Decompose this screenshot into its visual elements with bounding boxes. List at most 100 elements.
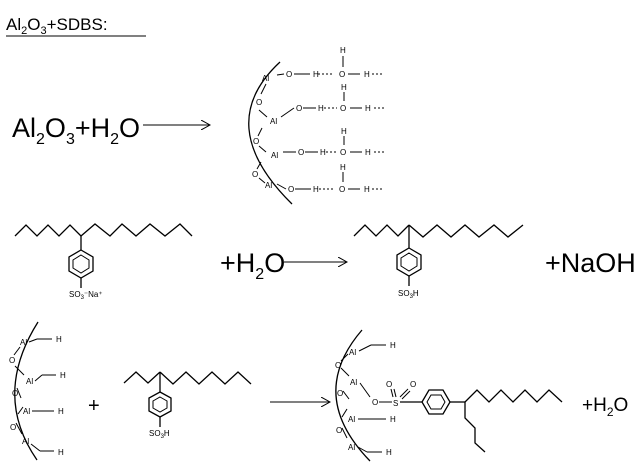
row1-water-o: O <box>119 113 140 143</box>
atom-o: O <box>340 148 346 157</box>
atom-h: H <box>364 185 370 194</box>
atom-al: Al <box>349 348 356 357</box>
row2-naoh: +NaOH <box>545 248 636 278</box>
benzene-ring <box>148 391 172 418</box>
row2-water: +H2O <box>220 248 285 283</box>
title-o-subscript: 3 <box>40 25 46 37</box>
row3-plus-h: +H <box>582 395 607 416</box>
title-plus-sdbs: +SDBS: <box>47 15 108 34</box>
row1-plus-h: +H <box>75 113 110 143</box>
alkyl-chain-right <box>159 371 252 385</box>
atom-al: Al <box>348 415 355 424</box>
row1-al-subscript: 2 <box>36 131 45 148</box>
row2-plus-h: +H <box>220 248 255 278</box>
row3-dbsa-molecule: SO3H <box>123 371 252 440</box>
atom-o: O <box>339 185 345 194</box>
atom-o: O <box>410 380 416 389</box>
atom-s: S <box>393 399 398 408</box>
row3-o: O <box>614 395 629 416</box>
atom-h: H <box>58 448 64 457</box>
atom-o: O <box>340 104 346 113</box>
title-al: Al <box>6 15 21 34</box>
atom-o: O <box>256 98 262 107</box>
atom-o: O <box>336 426 342 435</box>
atom-al: Al <box>271 151 278 160</box>
row3-alumina-surface-left: Al H O Al H O Al H O Al H <box>9 321 66 461</box>
row1-hydroxylated-alumina-surface: Al O Al O Al O Al O H O H H O H O H H O … <box>248 46 386 205</box>
row2-o: O <box>264 248 285 278</box>
atom-al: Al <box>262 74 269 83</box>
atom-o: O <box>298 148 304 157</box>
alkyl-chain-right <box>80 223 193 237</box>
atom-al: Al <box>265 181 272 190</box>
alkyl-chain-left <box>353 224 410 237</box>
atom-al: Al <box>20 338 27 347</box>
alkyl-chain-left <box>14 224 82 237</box>
alkyl-chain-right <box>408 224 524 238</box>
atom-o: O <box>253 137 259 146</box>
atom-h: H <box>341 83 347 92</box>
svg-text:+H2O: +H2O <box>220 248 285 283</box>
atom-h: H <box>56 335 62 344</box>
atom-h: H <box>364 70 370 79</box>
atom-h: H <box>390 341 396 350</box>
atom-o: O <box>386 380 392 389</box>
row1-o-subscript: 3 <box>66 131 75 148</box>
alumina-surface-curve <box>248 61 293 205</box>
atom-h: H <box>365 104 371 113</box>
atom-o: O <box>339 70 345 79</box>
alkyl-chain-right <box>464 389 563 403</box>
atom-al: Al <box>22 437 29 446</box>
atom-h: H <box>386 448 392 457</box>
title: Al2O3+SDBS: <box>6 15 146 37</box>
atom-h: H <box>365 148 371 157</box>
atom-o: O <box>286 70 292 79</box>
atom-h: H <box>341 127 347 136</box>
atom-o: O <box>288 185 294 194</box>
row3-water: +H2O <box>582 395 628 419</box>
atom-h: H <box>340 46 346 55</box>
row2-h-subscript: 2 <box>255 266 264 283</box>
atom-o: O <box>372 398 378 407</box>
row1-reactants: Al2O3+H2O <box>12 113 140 148</box>
atom-h: H <box>58 407 64 416</box>
alumina-surface-curve <box>335 329 371 462</box>
atom-al: Al <box>26 377 33 386</box>
row1-o: O <box>45 113 66 143</box>
atom-h: H <box>60 371 66 380</box>
row3-h-subscript: 2 <box>607 405 614 419</box>
atom-h: H <box>390 415 396 424</box>
sulfonate-group: SO3⁻Na⁺ <box>69 290 103 301</box>
row1-h-subscript: 2 <box>110 131 119 148</box>
atom-o: O <box>9 356 15 365</box>
atom-o: O <box>252 170 258 179</box>
atom-h: H <box>313 70 319 79</box>
alumina-surface-curve <box>14 321 39 461</box>
atom-h: H <box>318 104 324 113</box>
atom-al: Al <box>350 378 357 387</box>
alkyl-chain-left <box>464 402 486 453</box>
title-al-subscript: 2 <box>21 25 27 37</box>
sulfonic-acid-group: SO3H <box>149 429 170 440</box>
row1-al: Al <box>12 113 36 143</box>
atom-al: Al <box>348 443 355 452</box>
row3-plus: + <box>88 395 100 417</box>
atom-h: H <box>313 185 319 194</box>
atom-o: O <box>10 423 16 432</box>
row2-sdbs-molecule: SO3⁻Na⁺ <box>14 223 193 301</box>
benzene-ring <box>421 389 451 415</box>
atom-h: H <box>320 148 326 157</box>
svg-text:Al2O3+H2O: Al2O3+H2O <box>12 113 140 148</box>
svg-text:+H2O: +H2O <box>582 395 628 419</box>
atom-o: O <box>335 361 341 370</box>
alkyl-chain-left <box>123 371 161 384</box>
sulfonic-acid-group: SO3H <box>398 289 419 300</box>
atom-h: H <box>340 163 346 172</box>
svg-text:Al2O3+SDBS:: Al2O3+SDBS: <box>6 15 108 37</box>
title-o: O <box>27 15 40 34</box>
atom-o: O <box>337 389 343 398</box>
row3-grafted-product: Al H O Al O O Al H O Al H S O O <box>335 329 563 462</box>
atom-o: O <box>12 389 18 398</box>
atom-al: Al <box>23 407 30 416</box>
